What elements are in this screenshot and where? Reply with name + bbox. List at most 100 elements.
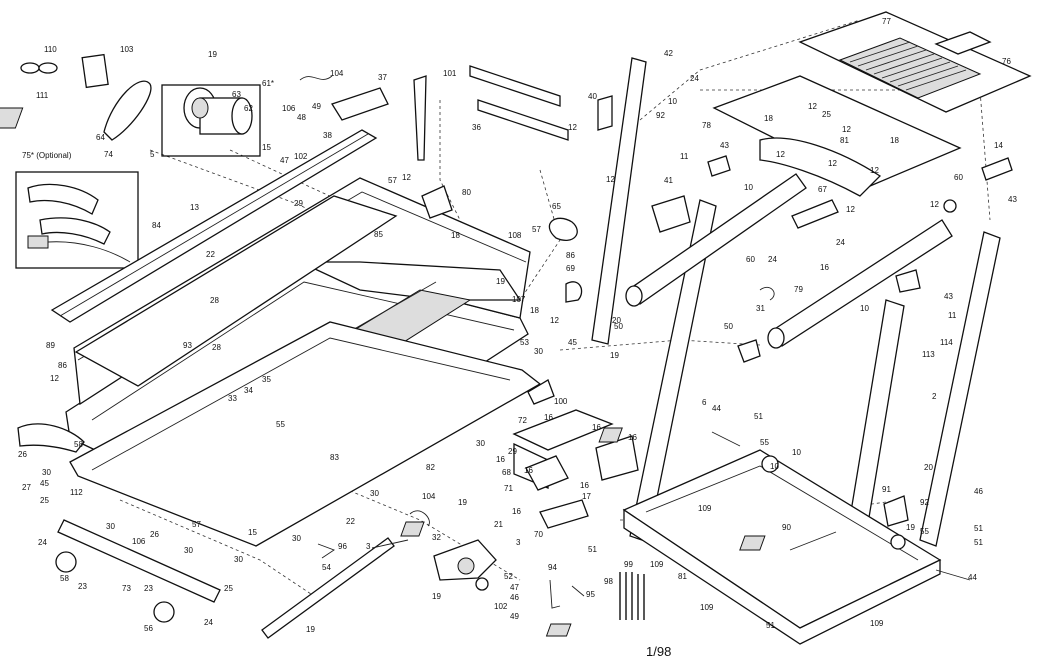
part-callout: 16: [628, 433, 637, 442]
part-callout: 83: [330, 453, 339, 462]
part-69-roller-cap: [565, 281, 583, 303]
part-41-bracket: [651, 195, 691, 233]
part-callout: 12: [930, 200, 939, 209]
part-callout: 19: [496, 277, 505, 286]
part-callout: 3: [366, 542, 371, 551]
part-callout: 60: [954, 173, 963, 182]
part-callout: 113: [922, 350, 935, 359]
part-callout: 111: [36, 91, 49, 100]
part-callout: 2: [932, 392, 937, 401]
part-console-tray: [759, 137, 882, 197]
part-callout: 27: [22, 483, 31, 492]
part-callout: 75* (Optional): [22, 151, 72, 160]
part-103-card: [81, 53, 109, 89]
part-callout: 17: [582, 492, 591, 501]
part-callout: 107: [512, 295, 526, 304]
part-58-roller-left: [55, 551, 77, 573]
part-83-base-pan: [69, 321, 542, 547]
part-callout: 34: [244, 386, 253, 395]
part-callout: 29: [294, 199, 303, 208]
part-callout: 12: [870, 166, 879, 175]
part-callout: 22: [206, 250, 215, 259]
part-callout: 40: [588, 92, 597, 101]
part-callout: 12: [828, 159, 837, 168]
part-callout: 77: [882, 17, 891, 26]
part-callout: 12: [50, 374, 59, 383]
part-43-cap-right: [895, 269, 921, 293]
part-callout: 16: [512, 507, 521, 516]
part-callout: 112: [70, 488, 83, 497]
part-callout: 86: [566, 251, 575, 260]
part-callout: 109: [650, 560, 664, 569]
part-callout: 28: [212, 343, 221, 352]
part-callout: 12: [842, 125, 851, 134]
part-callout: 51: [588, 545, 597, 554]
part-callout: 67: [818, 185, 827, 194]
part-callout: 11: [680, 152, 689, 161]
part-callout: 99: [624, 560, 633, 569]
part-callout: 89: [46, 341, 55, 350]
part-callout: 91: [882, 485, 891, 494]
part-callout: 63: [232, 90, 241, 99]
part-104-wire: [299, 75, 333, 81]
part-callout: 10: [744, 183, 753, 192]
part-50-end-cap: [737, 339, 761, 363]
part-callout: 104: [330, 69, 344, 78]
part-callout: 86: [58, 361, 67, 370]
part-callout: 70: [534, 530, 543, 539]
part-callout: 30: [292, 534, 301, 543]
part-callout: 81: [840, 136, 849, 145]
part-callout: 100: [554, 397, 568, 406]
part-callout: 58: [74, 440, 83, 449]
part-callout: 55: [760, 438, 769, 447]
part-56-wheel: [153, 601, 175, 623]
part-callout: 54: [322, 563, 331, 572]
part-callout: 23: [78, 582, 87, 591]
part-callout: 102: [494, 602, 508, 611]
part-51-foot-rear: [545, 623, 572, 637]
part-71-bracket: [539, 499, 589, 529]
part-callout: 94: [548, 563, 557, 572]
part-callout: 36: [472, 123, 481, 132]
part-callout: 95: [586, 590, 595, 599]
part-callout: 78: [702, 121, 711, 130]
part-64-belt: [103, 80, 152, 141]
part-callout: 32: [432, 533, 441, 542]
part-callout: 65: [552, 202, 561, 211]
part-callout: 62: [244, 104, 253, 113]
part-callout: 26: [18, 450, 27, 459]
part-callout: 93: [183, 341, 192, 350]
part-16-bracket: [595, 435, 639, 481]
part-callout: 72: [518, 416, 527, 425]
part-upright-left: [591, 57, 647, 345]
part-callout: 12: [776, 150, 785, 159]
part-callout: 30: [370, 489, 379, 498]
part-callout: 12: [606, 175, 615, 184]
part-callout: 15: [248, 528, 257, 537]
part-callout: 92: [920, 498, 929, 507]
part-callout: 80: [462, 188, 471, 197]
part-callout: 109: [870, 619, 884, 628]
part-callout: 10: [860, 304, 869, 313]
part-callout: 51: [754, 412, 763, 421]
part-callout: 24: [690, 74, 699, 83]
part-callout: 104: [422, 492, 436, 501]
part-callout: 114: [940, 338, 953, 347]
part-callout: 96: [338, 542, 347, 551]
part-callout: 12: [846, 205, 855, 214]
part-callout: 24: [836, 238, 845, 247]
part-callout: 16: [592, 423, 601, 432]
part-callout: 10: [792, 448, 801, 457]
part-callout: 92: [656, 111, 665, 120]
part-75-optional-kit: [27, 183, 131, 263]
part-callout: 61*: [262, 79, 274, 88]
part-callout: 82: [426, 463, 435, 472]
part-callout: 46: [974, 487, 983, 496]
part-callout: 6: [702, 398, 707, 407]
part-callout: 15: [262, 143, 271, 152]
part-callout: 19: [610, 351, 619, 360]
part-callout: 56: [144, 624, 153, 633]
part-callout: 64: [96, 133, 105, 142]
part-95-hook: [571, 585, 585, 597]
